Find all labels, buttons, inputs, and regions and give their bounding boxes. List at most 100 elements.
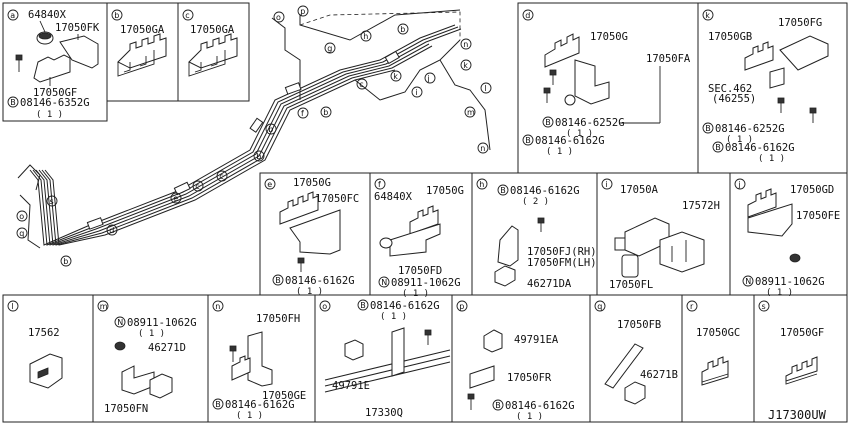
callout-n2: n [480,144,485,153]
panel-letter-marks: a b c d k e f h i j l m n o p q r s [7,9,770,312]
bolt-code-h: 08146-6162G [510,185,580,197]
clip-17050gb [744,41,774,71]
label-17050fc: 17050FC [315,193,359,205]
callout-f: f [301,109,304,118]
panel-o: B 08146-6162G ( 1 ) 49791E 17330Q [324,299,451,419]
panel-h-mark: h [479,180,484,189]
bolt-icon [809,107,817,123]
callout-b5: b [63,257,68,266]
bolt-qty-n: ( 1 ) [236,411,263,421]
panel-l-mark: l [12,302,14,311]
svg-text:N: N [745,277,751,286]
label-17050ga: 17050GA [120,24,165,36]
main-callouts: o p g h b n k j i k c b f l m n b b c c … [16,5,492,267]
panel-d: 17050G 17050FA B 08146-6252G ( 1 ) B 081… [522,31,691,157]
clip-17050ga [117,33,167,69]
bolt-code: 08146-6352G [20,97,90,109]
bolt-icon [549,69,557,85]
callout-b4: b [256,152,261,161]
bolt-qty-p: ( 1 ) [516,412,543,422]
clip-17050ga-c [188,33,238,69]
bracket-17050fe [747,203,793,237]
label-17050a: 17050A [620,184,659,196]
callout-n: n [463,40,468,49]
label-17050g-e: 17050G [293,177,331,189]
label-46271b: 46271B [640,369,678,381]
svg-text:B: B [495,401,501,410]
clip-17050gc [701,356,729,386]
bolt-icon [15,54,23,72]
bolt-code-k1: 08146-6252G [715,123,785,135]
label-17050fa: 17050FA [646,53,691,65]
label-17050gf: 17050GF [33,87,77,99]
label-17330q: 17330Q [365,407,403,419]
clip-17050ge [231,355,251,381]
block-part [769,67,785,89]
label-17050fg: 17050FG [778,17,822,29]
panel-e-mark: e [267,180,272,189]
bolt-code-o: 08146-6162G [370,300,440,312]
bolt-qty-e: ( 1 ) [296,287,323,297]
bracket-17050fh [247,331,273,387]
bracket-17050fd [389,223,441,257]
bracket-17050fr [469,365,495,389]
panel-i-mark: i [606,180,608,189]
panel-n-mark: n [215,302,220,311]
nut-icon [114,341,126,351]
bolt-qty-k1: ( 1 ) [726,135,753,145]
label-64840x-f: 64840X [374,191,413,203]
panel-s-mark: s [762,302,766,311]
clip-17050g [544,33,580,68]
clip-17050g-e [279,191,319,225]
clip-17050gf [33,54,71,83]
clamp-part [344,339,364,361]
grommet-part [379,237,393,249]
label-46255: (46255) [712,93,756,105]
panel-e: 17050G 17050FC B 08146-6162G ( 1 ) [272,177,359,297]
label-17050ga-c: 17050GA [190,24,235,36]
panel-p: 49791EA 17050FR B 08146-6162G ( 1 ) [467,329,575,422]
bracket-17050fn [121,365,155,395]
callout-o2: o [19,212,24,221]
label-17050fh: 17050FH [256,313,300,325]
cover-17572h [659,231,705,273]
panel-b: 17050GA [117,24,167,77]
bolt-icon [297,257,305,272]
bracket-49791e [391,327,405,377]
bolt-qty-o: ( 1 ) [380,312,407,322]
panel-a: 64840X 17050FK 17050GF B 08146-6352G ( 1… [7,9,100,120]
bolt-icon [424,329,432,345]
clamp-46271b [624,381,646,405]
callout-k: k [463,61,468,70]
svg-text:B: B [275,276,281,285]
nut-qty-m: ( 1 ) [138,329,165,339]
clip-17050fl [621,254,639,278]
svg-text:N: N [117,318,123,327]
label-46271d: 46271D [148,342,186,354]
svg-text:B: B [215,400,221,409]
label-17050gc: 17050GC [696,327,740,339]
bolt-code-e: 08146-6162G [285,275,355,287]
washer-part [564,94,576,106]
callout-q: q [19,229,24,238]
panel-k-mark: k [705,11,710,20]
panel-j-mark: j [738,180,741,189]
bolt-qty-2: ( 1 ) [546,147,573,157]
bracket-17050fb [604,343,644,389]
clip-49791ea [483,329,503,353]
panel-a-mark: a [10,11,15,20]
nut-icon [789,253,801,263]
bolt-icon [543,87,551,103]
bracket-17050fc [289,209,341,255]
label-46271da: 46271DA [527,278,572,290]
label-17050fk: 17050FK [55,22,100,34]
callout-b2: b [323,108,328,117]
panel-k: 17050GB 17050FG SEC.462 (46255) B 08146-… [702,17,829,164]
panel-n: 17050FH 17050GE B 08146-6162G ( 1 ) [212,313,306,421]
nut-qty-j: ( 1 ) [766,288,793,298]
nut-code-f: 08911-1062G [391,277,461,289]
svg-text:B: B [525,136,531,145]
label-17050fn: 17050FN [104,403,148,415]
label-17050fr: 17050FR [507,372,552,384]
